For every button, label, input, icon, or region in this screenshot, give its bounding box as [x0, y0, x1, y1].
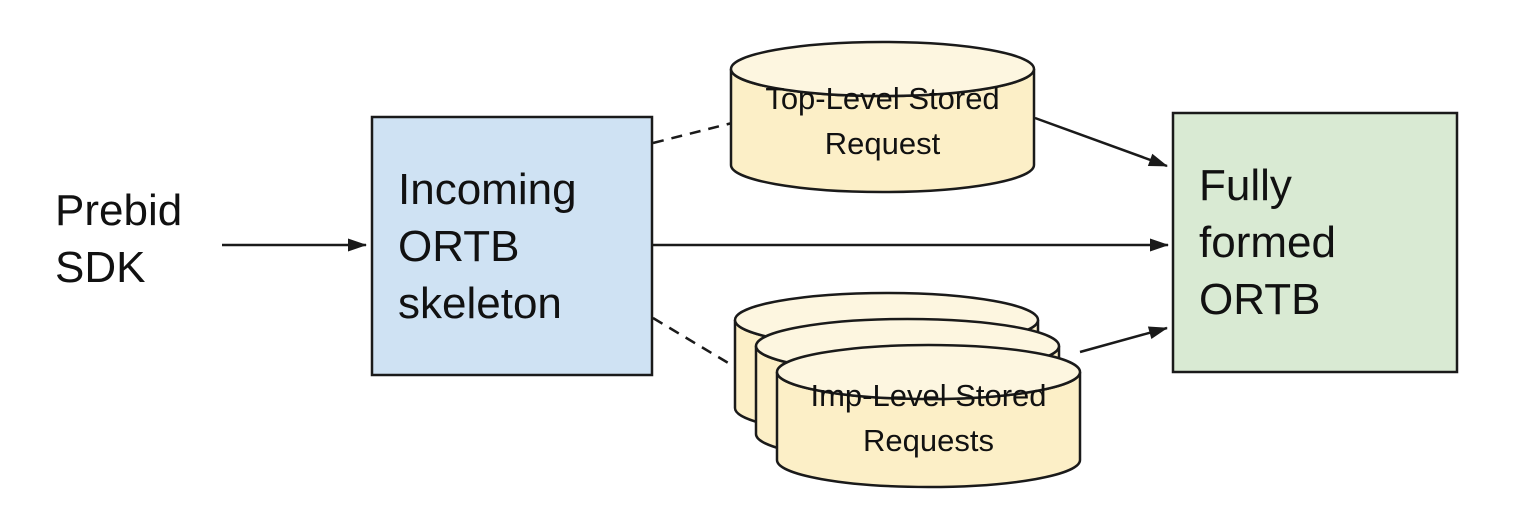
imp-level-stored-requests-label: Imp-Level Stored Requests: [810, 378, 1047, 458]
edge-imp-stored-to-fully-formed: [1079, 326, 1168, 354]
top-level-stored-request-cylinder: [729, 40, 1036, 194]
fully-formed-ortb-label: Fully formed ORTB: [1199, 161, 1336, 324]
incoming-ortb-label: Incoming ORTB skeleton: [398, 164, 577, 328]
top-level-stored-request-label: Top-Level Stored Request: [765, 81, 1000, 161]
imp-cylinder-front-top: [775, 343, 1082, 401]
edge-incoming-to-top-stored-dashed: [652, 120, 737, 145]
prebid-sdk-label: Prebid SDK: [55, 186, 183, 292]
edge-top-stored-to-fully-formed: [1034, 116, 1168, 168]
imp-level-stored-requests-cylinder-stack: [733, 291, 1082, 489]
incoming-ortb-box: [370, 115, 654, 377]
top-cylinder-top: [729, 40, 1036, 98]
edge-incoming-to-imp-stored-dashed: [652, 316, 741, 372]
fully-formed-ortb-box: [1171, 111, 1459, 374]
